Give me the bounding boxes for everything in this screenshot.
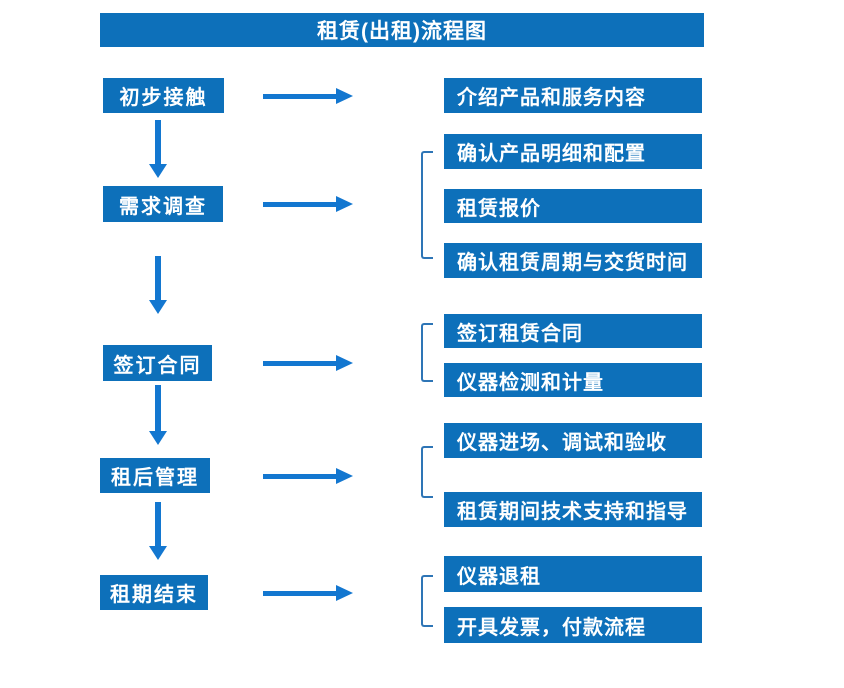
- group-bracket-icon: [421, 323, 433, 382]
- output-label: 仪器退租: [457, 565, 541, 588]
- output-box-introduce-products: 介绍产品和服务内容: [444, 78, 702, 113]
- arrow-head: [149, 164, 167, 178]
- output-label: 仪器进场、调试和验收: [457, 432, 667, 454]
- output-box-tech-support: 租赁期间技术支持和指导: [444, 492, 702, 527]
- arrow-head: [336, 196, 353, 212]
- output-label: 签订租赁合同: [457, 322, 583, 345]
- step-label: 租后管理: [111, 467, 199, 489]
- arrow-shaft: [155, 256, 161, 300]
- arrow-shaft: [263, 360, 337, 366]
- output-box-instrument-setup: 仪器进场、调试和验收: [444, 423, 702, 458]
- arrow-shaft: [263, 473, 337, 479]
- step-label: 需求调查: [119, 195, 207, 218]
- output-box-confirm-rental-period: 确认租赁周期与交货时间: [444, 243, 702, 278]
- group-bracket-icon: [421, 575, 433, 627]
- step-box-initial-contact: 初步接触: [103, 78, 224, 113]
- step-box-demand-survey: 需求调查: [103, 186, 223, 222]
- step-box-lease-end: 租期结束: [100, 575, 208, 610]
- arrow-head: [149, 431, 167, 445]
- step-label: 租期结束: [110, 584, 198, 606]
- arrow-shaft: [155, 120, 161, 164]
- step-label: 初步接触: [119, 87, 208, 109]
- arrow-shaft: [155, 385, 161, 431]
- output-label: 介绍产品和服务内容: [457, 87, 646, 109]
- down-arrow-icon: [149, 120, 167, 178]
- output-box-sign-rental-contract: 签订租赁合同: [444, 314, 702, 348]
- arrow-head: [149, 300, 167, 314]
- output-box-rental-quote: 租赁报价: [444, 189, 702, 223]
- right-arrow-icon: [263, 468, 353, 484]
- down-arrow-icon: [149, 256, 167, 314]
- arrow-head: [149, 546, 167, 560]
- output-label: 租赁期间技术支持和指导: [457, 501, 688, 523]
- group-bracket-icon: [421, 446, 433, 498]
- title-bar: 租赁(出租)流程图: [100, 13, 704, 47]
- step-box-sign-contract: 签订合同: [103, 345, 212, 381]
- arrow-shaft: [263, 93, 337, 99]
- step-label: 签订合同: [113, 354, 202, 377]
- output-label: 确认产品明细和配置: [457, 143, 646, 165]
- arrow-head: [336, 468, 353, 484]
- arrow-shaft: [155, 502, 161, 546]
- step-box-post-rental-management: 租后管理: [100, 458, 210, 493]
- output-label: 开具发票，付款流程: [457, 616, 646, 639]
- down-arrow-icon: [149, 385, 167, 445]
- arrow-head: [336, 88, 353, 104]
- output-box-instrument-testing: 仪器检测和计量: [444, 363, 702, 397]
- output-box-confirm-product-details: 确认产品明细和配置: [444, 134, 702, 169]
- output-label: 确认租赁周期与交货时间: [457, 252, 688, 274]
- group-bracket-icon: [421, 151, 433, 259]
- arrow-shaft: [263, 201, 337, 207]
- arrow-shaft: [263, 590, 337, 596]
- right-arrow-icon: [263, 88, 353, 104]
- output-label: 仪器检测和计量: [457, 371, 604, 394]
- page-title: 租赁(出租)流程图: [317, 20, 487, 43]
- right-arrow-icon: [263, 196, 353, 212]
- arrow-head: [336, 355, 353, 371]
- output-box-invoice-payment: 开具发票，付款流程: [444, 607, 702, 643]
- right-arrow-icon: [263, 355, 353, 371]
- arrow-head: [336, 585, 353, 601]
- down-arrow-icon: [149, 502, 167, 560]
- right-arrow-icon: [263, 585, 353, 601]
- output-box-instrument-return: 仪器退租: [444, 556, 702, 592]
- output-label: 租赁报价: [457, 197, 541, 220]
